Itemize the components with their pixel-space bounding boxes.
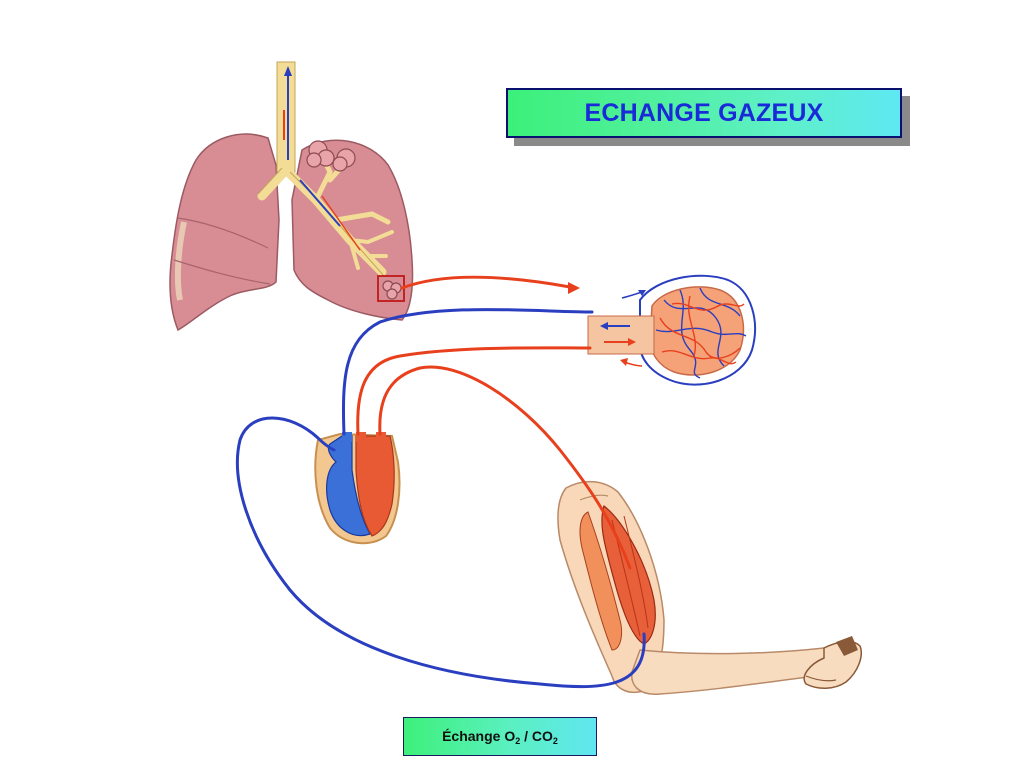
arrow-to-alveolus bbox=[568, 282, 580, 294]
vessel-pulmonary-artery bbox=[341, 308, 594, 436]
alveolus-sac bbox=[649, 286, 745, 376]
heart-left-side bbox=[355, 435, 395, 537]
alveoli-clusters bbox=[306, 140, 402, 300]
alveoli-illustration bbox=[587, 274, 756, 386]
caption-box: Échange O2 / CO2 bbox=[403, 717, 597, 756]
page-title: ECHANGE GAZEUX bbox=[584, 98, 824, 127]
arm-muscle-illustration bbox=[557, 480, 862, 695]
triceps-muscle bbox=[579, 511, 623, 651]
caption-prefix: Échange O bbox=[442, 727, 516, 744]
left-lung-shape bbox=[169, 133, 280, 332]
blood-vessels bbox=[235, 275, 646, 689]
alveolar-duct bbox=[587, 315, 655, 355]
vessel-aorta bbox=[378, 365, 632, 570]
heart-right-side bbox=[326, 435, 371, 537]
vessel-vena-cava bbox=[235, 416, 646, 689]
caption-middle: / CO bbox=[520, 727, 553, 744]
lungs-illustration bbox=[169, 61, 414, 332]
caption-subscript-2: 2 bbox=[552, 735, 558, 746]
caption-subscript-1: 2 bbox=[515, 735, 521, 746]
vessel-pulmonary-vein bbox=[356, 346, 592, 436]
vessel-lung-to-alveolus bbox=[400, 275, 572, 290]
trachea bbox=[276, 61, 296, 173]
heart-illustration bbox=[314, 432, 401, 545]
title-box: ECHANGE GAZEUX bbox=[506, 88, 902, 138]
caption-text: Échange O2 / CO2 bbox=[442, 728, 558, 746]
capillary-network bbox=[655, 287, 747, 379]
